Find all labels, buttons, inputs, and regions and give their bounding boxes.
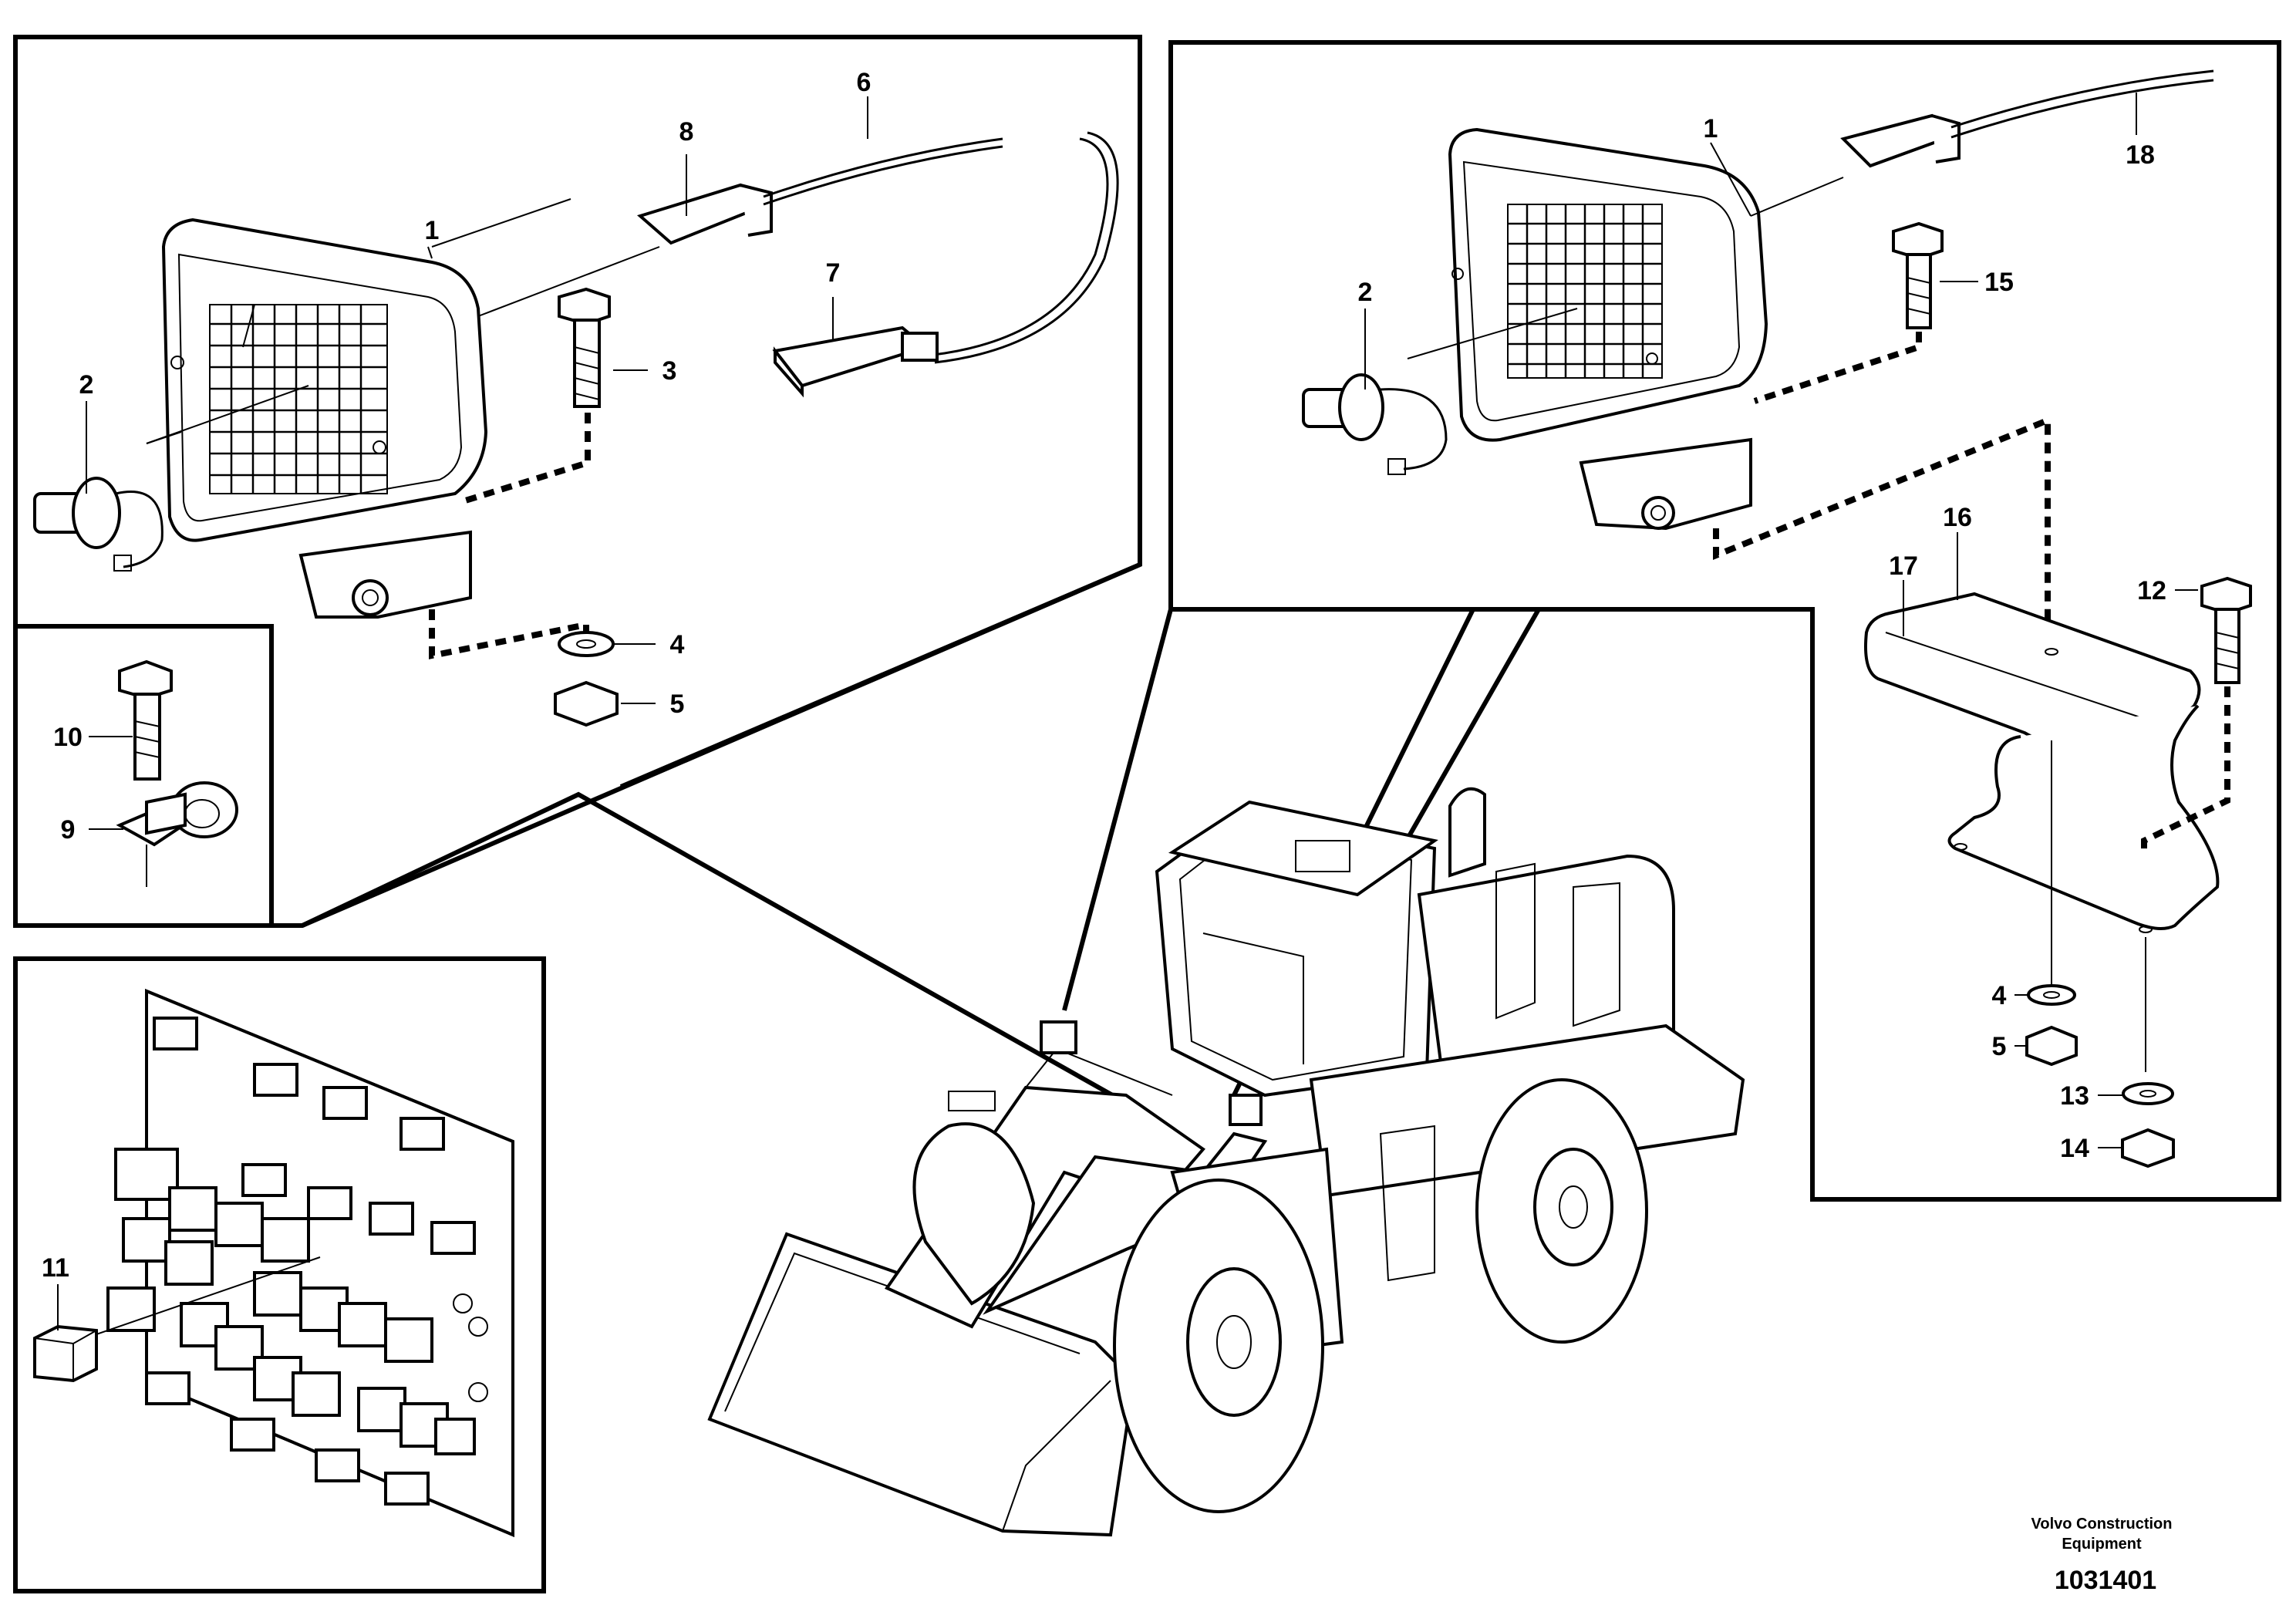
loader-lamp-front xyxy=(1040,1020,1077,1054)
work-lamp-left xyxy=(161,218,488,619)
callout-4-right: 4 xyxy=(1992,981,2007,1010)
callout-6: 6 xyxy=(857,68,872,97)
callout-2-right: 2 xyxy=(1358,278,1373,307)
callout-7: 7 xyxy=(826,258,841,288)
lamp-lens-grid-right xyxy=(1508,204,1662,378)
title-block: Volvo Construction Equipment 1031401 xyxy=(2031,1516,2173,1595)
bolt-15 xyxy=(1892,221,1944,329)
callout-12: 12 xyxy=(2137,576,2166,605)
relay-11 xyxy=(33,1324,98,1383)
callout-13: 13 xyxy=(2060,1081,2089,1111)
washer-nut-right xyxy=(2025,984,2175,1168)
callout-3: 3 xyxy=(663,356,677,386)
mounting-bracket-16 xyxy=(1864,592,2220,933)
company-name-line2: Equipment xyxy=(2062,1536,2142,1553)
company-name-line1: Volvo Construction xyxy=(2031,1516,2173,1533)
callout-2-left: 2 xyxy=(79,370,94,400)
callout-17: 17 xyxy=(1889,551,1918,581)
cable-harness-left xyxy=(636,131,1119,398)
panel-relay-board: 11 xyxy=(13,956,546,1593)
callout-5-left: 5 xyxy=(670,690,685,719)
lamp-lens-grid xyxy=(210,305,387,494)
callout-9: 9 xyxy=(61,815,76,845)
loader-wheels xyxy=(912,1078,1648,1513)
bolt-12 xyxy=(2200,576,2252,684)
callout-18: 18 xyxy=(2126,140,2155,170)
bolt-3 xyxy=(558,287,611,408)
panel-lamp-holder: 10 9 xyxy=(13,624,274,928)
callout-10: 10 xyxy=(53,723,83,752)
drawing-number: 1031401 xyxy=(2055,1566,2156,1595)
loader-lamp-cab xyxy=(1229,1094,1263,1126)
relay-board xyxy=(106,989,514,1538)
callout-5-right: 5 xyxy=(1992,1032,2007,1061)
holder-clip-9 xyxy=(116,781,238,887)
callout-1-right: 1 xyxy=(1704,114,1718,143)
callout-11: 11 xyxy=(42,1253,69,1283)
wheel-loader-overview xyxy=(301,562,1812,1537)
bolt-10 xyxy=(118,659,173,781)
callout-4-left: 4 xyxy=(670,630,685,659)
callout-8: 8 xyxy=(679,117,694,147)
bulb-left xyxy=(33,477,164,572)
panel-right-work-lamp: 1 2 15 18 16 17 12 4 5 13 14 xyxy=(1168,40,2281,1202)
cable-harness-right xyxy=(1840,69,2214,168)
callout-16: 16 xyxy=(1943,503,1972,532)
callout-15: 15 xyxy=(1984,268,2014,297)
work-lamp-right xyxy=(1448,127,1768,531)
leader-lines-right xyxy=(1364,93,2198,1148)
bulb-right xyxy=(1302,373,1448,475)
callout-1-left: 1 xyxy=(425,216,440,245)
leader-lines-left xyxy=(86,96,868,704)
callout-14: 14 xyxy=(2060,1134,2089,1163)
panel-left-work-lamp: 1 2 3 4 5 6 7 8 xyxy=(13,35,1142,928)
